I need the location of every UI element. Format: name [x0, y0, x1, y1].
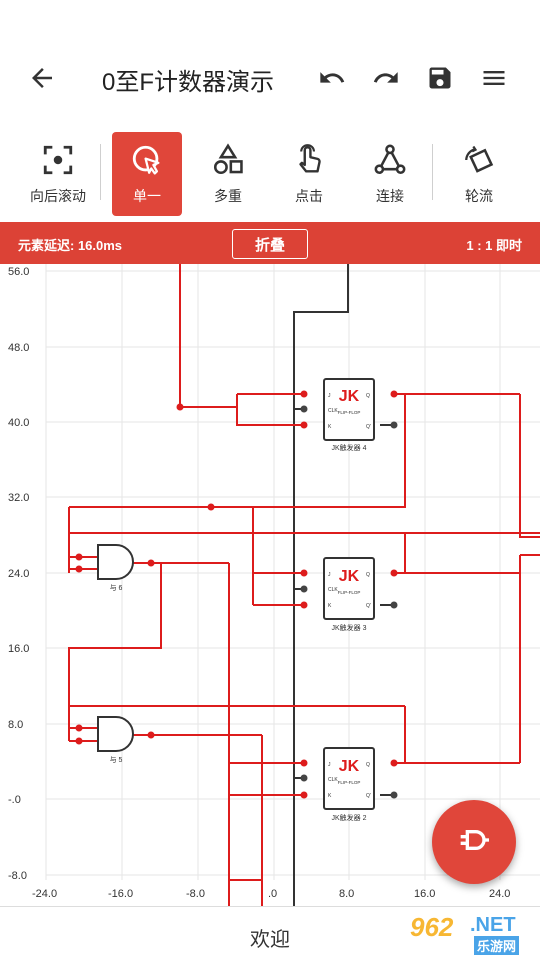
and-gate-6[interactable]: 与 6: [97, 544, 134, 592]
y-axis-label: 56.0: [8, 266, 29, 278]
x-axis-label: -24.0: [32, 888, 57, 900]
pin-label: Q': [366, 424, 371, 430]
jk-flipflop-4[interactable]: JK FLIP-FLOP J CLK K Q Q' JK触发器 4: [323, 378, 375, 452]
x-axis-label: 8.0: [339, 888, 354, 900]
y-axis-label: 8.0: [8, 719, 23, 731]
x-axis-label: 24.0: [489, 888, 510, 900]
flipflop-subtitle: FLIP-FLOP: [338, 590, 361, 595]
x-axis-label: .0: [268, 888, 277, 900]
shapes-icon: [210, 142, 246, 178]
tool-label: 向后滚动: [30, 188, 86, 204]
tool-connect[interactable]: 连接: [355, 132, 425, 216]
flipflop-caption: JK触发器 4: [331, 443, 366, 452]
wire-junctions: [75, 390, 398, 799]
flipflop-caption: JK触发器 2: [331, 813, 366, 822]
tool-label: 单一: [133, 188, 161, 204]
pin-label: K: [328, 424, 332, 430]
tool-label: 轮流: [465, 188, 493, 204]
tool-rotate[interactable]: 轮流: [444, 132, 514, 216]
x-axis-label: 16.0: [414, 888, 435, 900]
pin-label: K: [328, 793, 332, 799]
status-bar: 元素延迟: 16.0ms 折叠 1 : 1 即时: [0, 222, 540, 264]
pin-label: Q: [366, 762, 370, 768]
y-axis-label: 48.0: [8, 342, 29, 354]
tool-label: 多重: [214, 188, 242, 204]
pin-label: J: [328, 393, 331, 399]
pin-label: J: [328, 572, 331, 578]
menu-icon[interactable]: [476, 60, 512, 96]
plug-icon: [454, 820, 494, 865]
circuit-canvas[interactable]: 56.0 48.0 40.0 32.0 24.0 16.0 8.0 -.0 -8…: [0, 264, 540, 906]
flipflop-title: JK: [339, 568, 360, 585]
y-axis-label: 40.0: [8, 417, 29, 429]
y-axis-label: 16.0: [8, 643, 29, 655]
gate-caption: 与 5: [110, 756, 123, 764]
pin-label: CLK: [328, 777, 338, 783]
cursor-select-icon: [129, 142, 165, 178]
arrow-back-icon[interactable]: [24, 60, 60, 96]
simulation-speed-text[interactable]: 1 : 1 即时: [466, 238, 522, 253]
toolbar-divider: [100, 144, 101, 200]
welcome-tab[interactable]: 欢迎: [250, 929, 290, 951]
y-axis-label: -8.0: [8, 870, 27, 882]
undo-icon[interactable]: [314, 60, 350, 96]
pin-label: CLK: [328, 587, 338, 593]
toolbar-divider: [432, 144, 433, 200]
watermark-site: 乐游网: [474, 936, 520, 955]
pin-label: J: [328, 762, 331, 768]
x-axis-label: -16.0: [108, 888, 133, 900]
pin-label: Q': [366, 603, 371, 609]
flipflop-subtitle: FLIP-FLOP: [338, 780, 361, 785]
tool-bar: 向后滚动 单一 多重 点击 连接 轮流: [0, 130, 540, 222]
app-bar: 0至F计数器演示: [0, 0, 540, 130]
connect-nodes-icon: [372, 142, 408, 178]
y-axis-label: -.0: [8, 794, 21, 806]
pin-label: Q': [366, 793, 371, 799]
watermark-net: .NET: [470, 914, 516, 936]
redo-icon[interactable]: [368, 60, 404, 96]
jk-flipflop-3[interactable]: JK FLIP-FLOP J CLK K Q Q' JK触发器 3: [323, 557, 375, 632]
pin-label: K: [328, 603, 332, 609]
y-axis-label: 32.0: [8, 492, 29, 504]
rotate-icon: [461, 142, 497, 178]
page-title: 0至F计数器演示: [102, 69, 275, 96]
add-component-button[interactable]: [432, 800, 516, 884]
scroll-focus-icon: [40, 142, 76, 178]
jk-flipflop-2[interactable]: JK FLIP-FLOP J CLK K Q Q' JK触发器 2: [323, 747, 375, 822]
y-axis-label: 24.0: [8, 568, 29, 580]
bottom-bar: 欢迎: [0, 906, 540, 960]
flipflop-caption: JK触发器 3: [331, 623, 366, 632]
pin-label: Q: [366, 572, 370, 578]
tap-hand-icon: [291, 142, 327, 178]
element-delay-text: 元素延迟: 16.0ms: [18, 238, 123, 253]
tool-label: 点击: [295, 188, 323, 204]
save-icon[interactable]: [422, 60, 458, 96]
pin-label: Q: [366, 393, 370, 399]
flipflop-title: JK: [339, 758, 360, 775]
signal-wires[interactable]: [68, 264, 540, 906]
fold-button[interactable]: 折叠: [232, 229, 308, 259]
clock-junctions: [300, 405, 398, 799]
site-watermark-logo: 962 .NET 乐游网: [402, 912, 538, 956]
x-axis-label: -8.0: [186, 888, 205, 900]
flipflop-subtitle: FLIP-FLOP: [338, 410, 361, 415]
and-gate-5[interactable]: 与 5: [97, 716, 134, 764]
tool-multi-select[interactable]: 多重: [193, 132, 263, 216]
watermark-number: 962: [410, 912, 454, 942]
tool-single-select[interactable]: 单一: [112, 132, 182, 216]
gate-caption: 与 6: [110, 584, 123, 592]
tool-scroll-back[interactable]: 向后滚动: [23, 132, 93, 216]
pin-label: CLK: [328, 408, 338, 414]
tool-label: 连接: [376, 188, 404, 204]
flipflop-title: JK: [339, 388, 360, 405]
tool-tap[interactable]: 点击: [274, 132, 344, 216]
